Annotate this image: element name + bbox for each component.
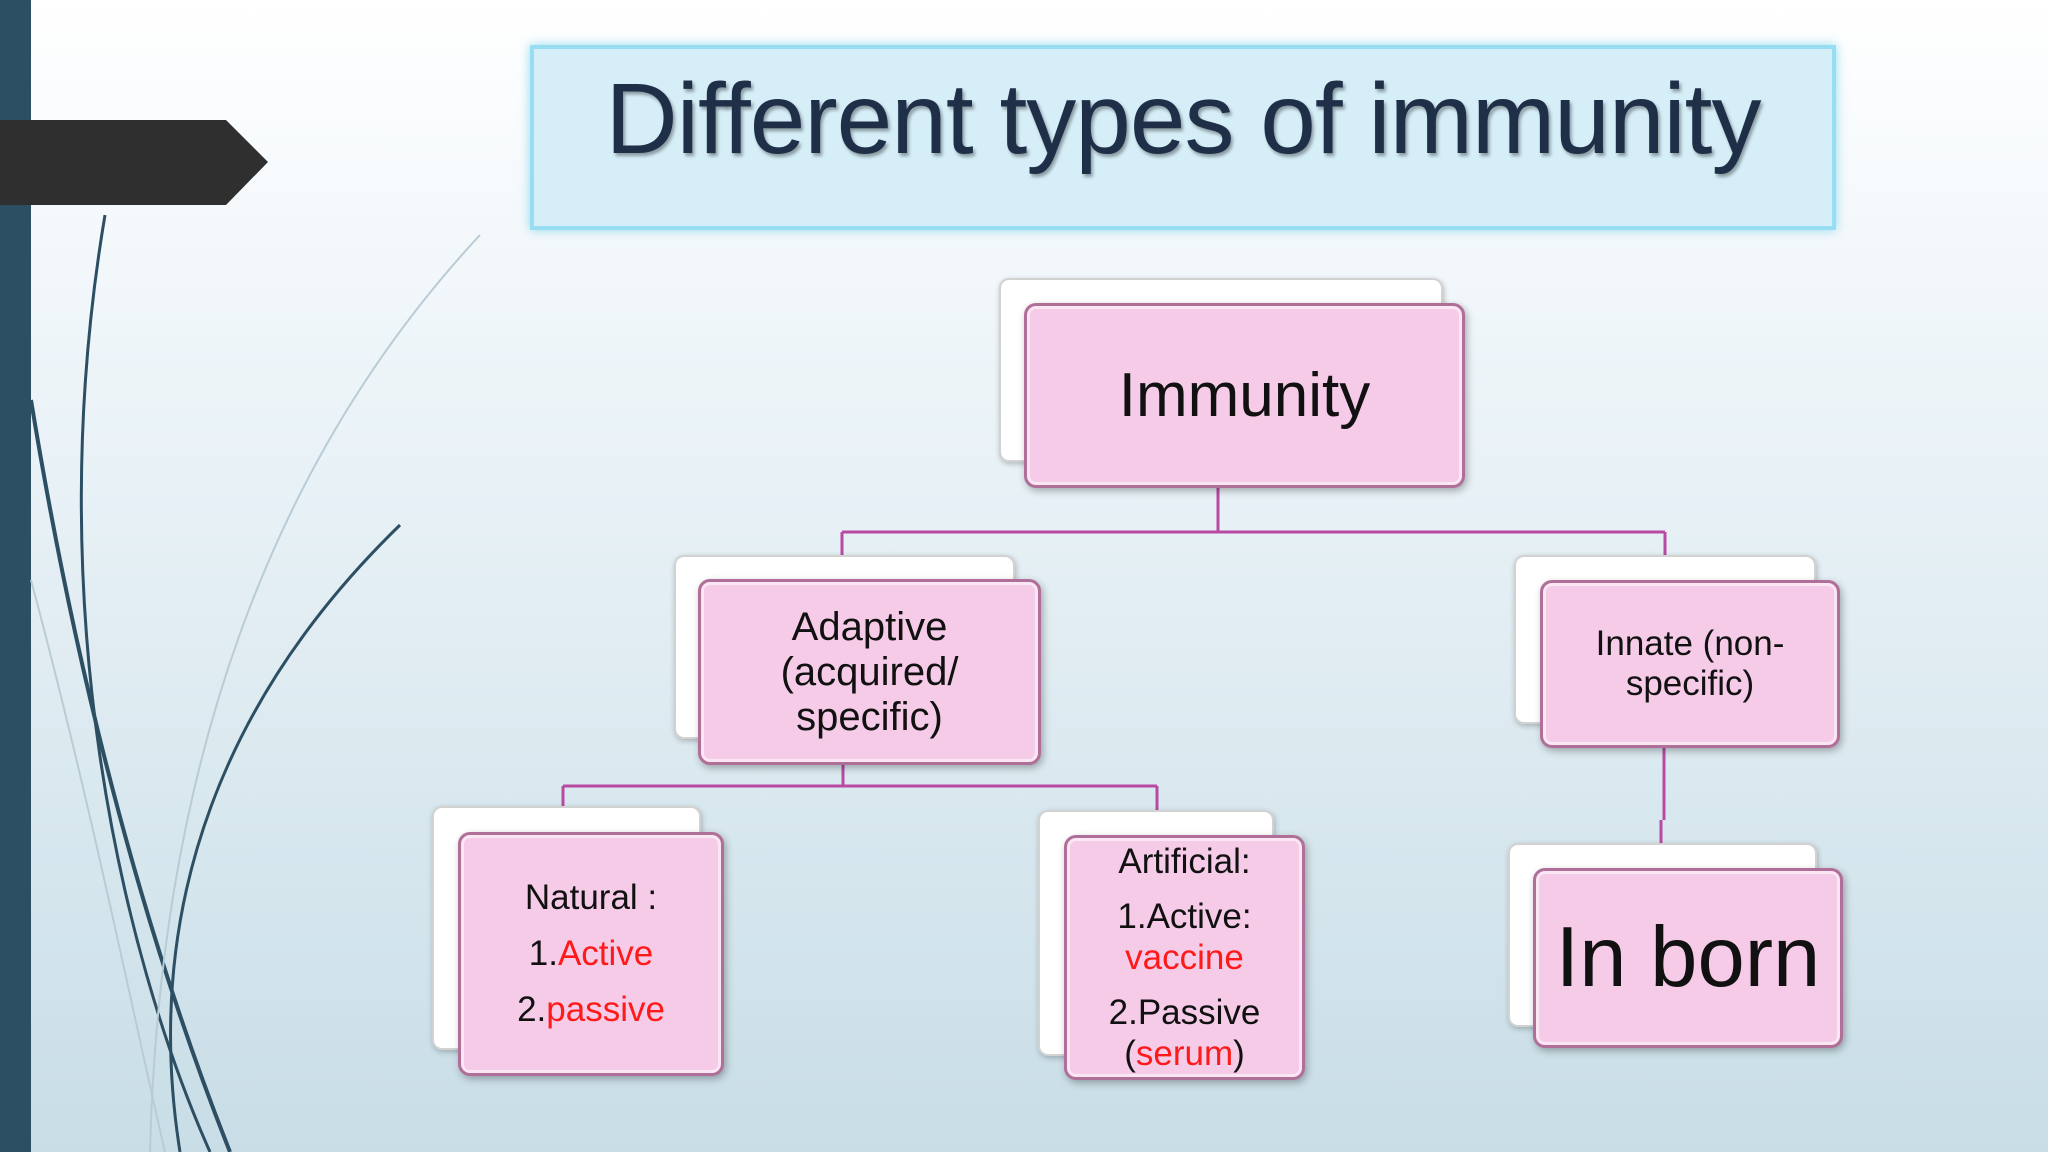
node-natural-item-2: 2.passive bbox=[517, 982, 665, 1038]
artificial-item-1-example: vaccine bbox=[1125, 938, 1244, 977]
node-artificial[interactable]: Artificial: 1.Active: vaccine 2.Passive … bbox=[1064, 835, 1305, 1080]
node-inborn[interactable]: In born bbox=[1533, 868, 1843, 1048]
arrow-tab-decoration bbox=[0, 120, 268, 205]
node-natural[interactable]: Natural : 1.Active 2.passive bbox=[458, 832, 724, 1076]
artificial-item-2-close-paren: ) bbox=[1233, 1034, 1245, 1073]
artificial-item-1-label: 1.Active: bbox=[1117, 897, 1252, 936]
node-innate-line2: specific) bbox=[1625, 664, 1755, 703]
node-adaptive-line3: specific) bbox=[796, 694, 943, 739]
artificial-item-2-label: 2.Passive bbox=[1108, 993, 1261, 1032]
title-banner: Different types of immunity bbox=[530, 45, 1836, 230]
node-artificial-heading: Artificial: bbox=[1118, 842, 1251, 881]
node-adaptive[interactable]: Adaptive (acquired/ specific) bbox=[698, 579, 1041, 765]
natural-item-2-number: 2. bbox=[517, 990, 547, 1029]
node-inborn-label: In born bbox=[1555, 910, 1821, 1005]
node-immunity-label: Immunity bbox=[1118, 361, 1371, 430]
artificial-item-2-example-line: (serum) bbox=[1124, 1033, 1245, 1074]
node-innate[interactable]: Innate (non- specific) bbox=[1540, 580, 1840, 748]
node-natural-item-1: 1.Active bbox=[529, 926, 654, 982]
node-adaptive-line1: Adaptive bbox=[791, 604, 948, 649]
node-innate-line1: Innate (non- bbox=[1595, 624, 1785, 663]
artificial-item-2-open-paren: ( bbox=[1124, 1034, 1136, 1073]
natural-item-2-text: passive bbox=[546, 990, 665, 1029]
natural-item-1-text: Active bbox=[557, 934, 654, 973]
node-natural-heading: Natural : bbox=[524, 878, 658, 917]
artificial-item-2-example: serum bbox=[1135, 1034, 1234, 1073]
node-immunity[interactable]: Immunity bbox=[1024, 303, 1465, 488]
slide-title: Different types of immunity bbox=[605, 63, 1762, 175]
natural-item-1-number: 1. bbox=[528, 934, 558, 973]
node-adaptive-line2: (acquired/ bbox=[780, 649, 959, 694]
